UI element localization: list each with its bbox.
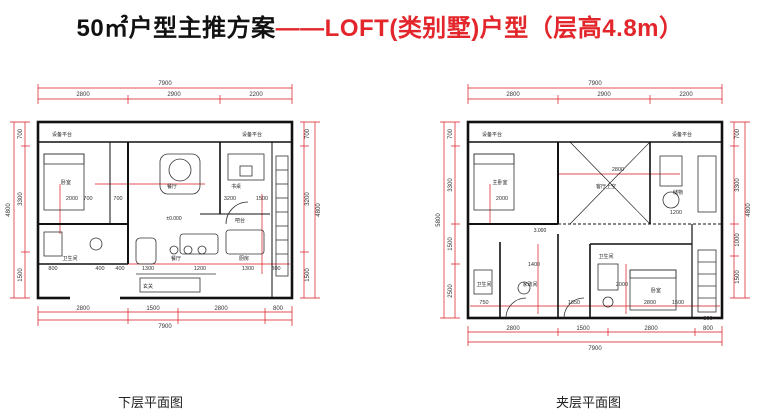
title-dash: —— — [275, 15, 325, 42]
lower-dimension-lines — [10, 84, 320, 326]
lower-room-foyer: 玄关 — [143, 283, 153, 290]
lower-room-elevation: ±0.000 — [166, 216, 181, 222]
mezz-room-bathroom-1: 卫生间 — [476, 281, 491, 288]
lower-room-dining-top: 餐厅 — [167, 183, 177, 190]
mezz-room-platform-1: 设备平台 — [482, 131, 502, 138]
mezzanine-plan-caption: 夹层平面图 — [556, 396, 622, 411]
mezz-inner-dim-6: 1850 — [568, 300, 580, 306]
mezzanine-furniture — [473, 153, 717, 319]
mezz-room-bedroom: 卧室 — [651, 287, 661, 294]
lower-room-platform-2: 设备平台 — [242, 131, 262, 138]
lower-room-bathroom: 卫生间 — [62, 255, 77, 262]
mezz-inner-dim-2: 2000 — [496, 196, 508, 202]
mezz-inner-dim-4: 1400 — [528, 262, 540, 268]
mezz-inner-dim-1: 2800 — [612, 167, 624, 173]
lower-furniture — [43, 153, 289, 293]
mezz-bottom-total: 7900 — [588, 346, 602, 352]
lower-room-bar: 吧台 — [235, 217, 245, 224]
mezz-top-seg-2: 2900 — [597, 92, 611, 98]
lower-top-seg-1: 2800 — [76, 92, 90, 98]
mezz-right-outer: 4800 — [746, 203, 752, 217]
lower-plan-drawing: 7900 2800 2900 2200 2800 1500 2800 800 7… — [6, 81, 322, 330]
lower-room-bedroom: 卧室 — [61, 179, 71, 186]
lower-bottom-seg-1: 2800 — [76, 306, 90, 312]
mezz-top-seg-3: 2200 — [679, 92, 693, 98]
lower-room-platform-1: 设备平台 — [52, 131, 72, 138]
lower-top-seg-2: 2900 — [167, 92, 181, 98]
lower-inner-dim-5: 1300 — [142, 266, 154, 272]
lower-floor-plan: 7900 2800 2900 2200 2800 1500 2800 800 7… — [0, 74, 330, 411]
mezz-bottom-seg-2: 1500 — [576, 326, 590, 332]
lower-left-seg-2: 3300 — [18, 192, 24, 206]
lower-inner-dim-12: 800 — [271, 266, 280, 272]
mezz-room-elevation: 3.000 — [534, 228, 547, 234]
lower-walls — [36, 120, 294, 300]
lower-inner-dim-4: 1500 — [256, 196, 268, 202]
mezz-left-outer: 5800 — [436, 213, 442, 227]
lower-right-seg-1: 700 — [305, 128, 311, 139]
mezz-room-storage: 储物 — [673, 189, 683, 196]
mezz-inner-dim-10: 800 — [703, 316, 712, 322]
mezz-left-seg-3: 1500 — [448, 237, 454, 251]
mezz-inner-dim-8: 1500 — [672, 300, 684, 306]
mezzanine-walls — [466, 120, 724, 320]
lower-right-seg-3: 1500 — [305, 268, 311, 282]
mezz-left-seg-2: 3300 — [448, 178, 454, 192]
lower-plan-caption: 下层平面图 — [118, 396, 184, 411]
mezzanine-floor-plan: 7900 2800 2900 2200 2800 1500 2800 800 7… — [430, 74, 760, 411]
mezzanine-dimension-lines — [440, 84, 750, 346]
lower-bottom-seg-3: 2800 — [214, 306, 228, 312]
lower-inner-dim-11: 1300 — [242, 266, 254, 272]
lower-bottom-seg-4: 800 — [273, 306, 284, 312]
lower-left-outer: 4800 — [6, 203, 12, 217]
lower-top-seg-3: 2200 — [249, 92, 263, 98]
lower-inner-dim-10: 700 — [83, 196, 92, 202]
page-title: 50㎡户型主推方案——LOFT(类别墅)户型（层高4.8m） — [0, 8, 760, 43]
mezz-right-seg-4: 1500 — [735, 270, 741, 284]
lower-inner-dim-8: 400 — [95, 266, 104, 272]
lower-right-seg-2: 3200 — [305, 192, 311, 206]
mezz-left-seg-1: 700 — [448, 128, 454, 139]
mezz-inner-dim-3: 1200 — [670, 210, 682, 216]
mezz-right-seg-3: 1000 — [735, 233, 741, 247]
mezz-room-bathroom-2: 卫生间 — [598, 253, 613, 260]
lower-inner-dim-7: 1200 — [194, 266, 206, 272]
lower-inner-dim-2: 700 — [113, 196, 122, 202]
mezz-bottom-seg-1: 2800 — [506, 326, 520, 332]
title-highlight: LOFT(类别墅)户型（层高4.8m） — [324, 15, 684, 42]
mezz-room-utility: 家政间 — [522, 281, 537, 288]
lower-room-desk: 书桌 — [231, 183, 241, 190]
mezz-room-master-bedroom: 主卧室 — [492, 179, 507, 186]
mezz-right-seg-1: 700 — [735, 128, 741, 139]
lower-left-seg-3: 1500 — [18, 268, 24, 282]
mezz-room-platform-2: 设备平台 — [672, 131, 692, 138]
lower-inner-dim-6: 800 — [48, 266, 57, 272]
title-prefix: 50㎡户型主推方案 — [76, 15, 276, 42]
mezz-left-seg-4: 2500 — [448, 284, 454, 298]
mezz-inner-dim-9: 2800 — [644, 300, 656, 306]
lower-top-total: 7900 — [158, 81, 172, 87]
mezz-bottom-seg-3: 2800 — [644, 326, 658, 332]
mezz-bottom-seg-4: 800 — [703, 326, 714, 332]
lower-bottom-total: 7900 — [158, 324, 172, 330]
lower-inner-dim-1: 2000 — [66, 196, 78, 202]
mezz-top-total: 7900 — [588, 81, 602, 87]
mezz-right-seg-2: 3300 — [735, 178, 741, 192]
lower-inner-dim-3: 3200 — [224, 196, 236, 202]
mezz-inner-dim-5: 750 — [479, 300, 488, 306]
lower-bottom-seg-2: 1500 — [146, 306, 160, 312]
mezz-inner-dim-7: 2000 — [616, 282, 628, 288]
mezz-room-living-void: 客厅上空 — [596, 183, 616, 190]
lower-room-kitchen: 厨房 — [239, 255, 249, 262]
mezzanine-plan-drawing: 7900 2800 2900 2200 2800 1500 2800 800 7… — [436, 81, 752, 352]
lower-room-dining: 餐厅 — [171, 255, 181, 262]
mezz-top-seg-1: 2800 — [506, 92, 520, 98]
lower-left-seg-1: 700 — [18, 128, 24, 139]
lower-inner-dim-9: 400 — [115, 266, 124, 272]
lower-right-outer: 4800 — [316, 203, 322, 217]
